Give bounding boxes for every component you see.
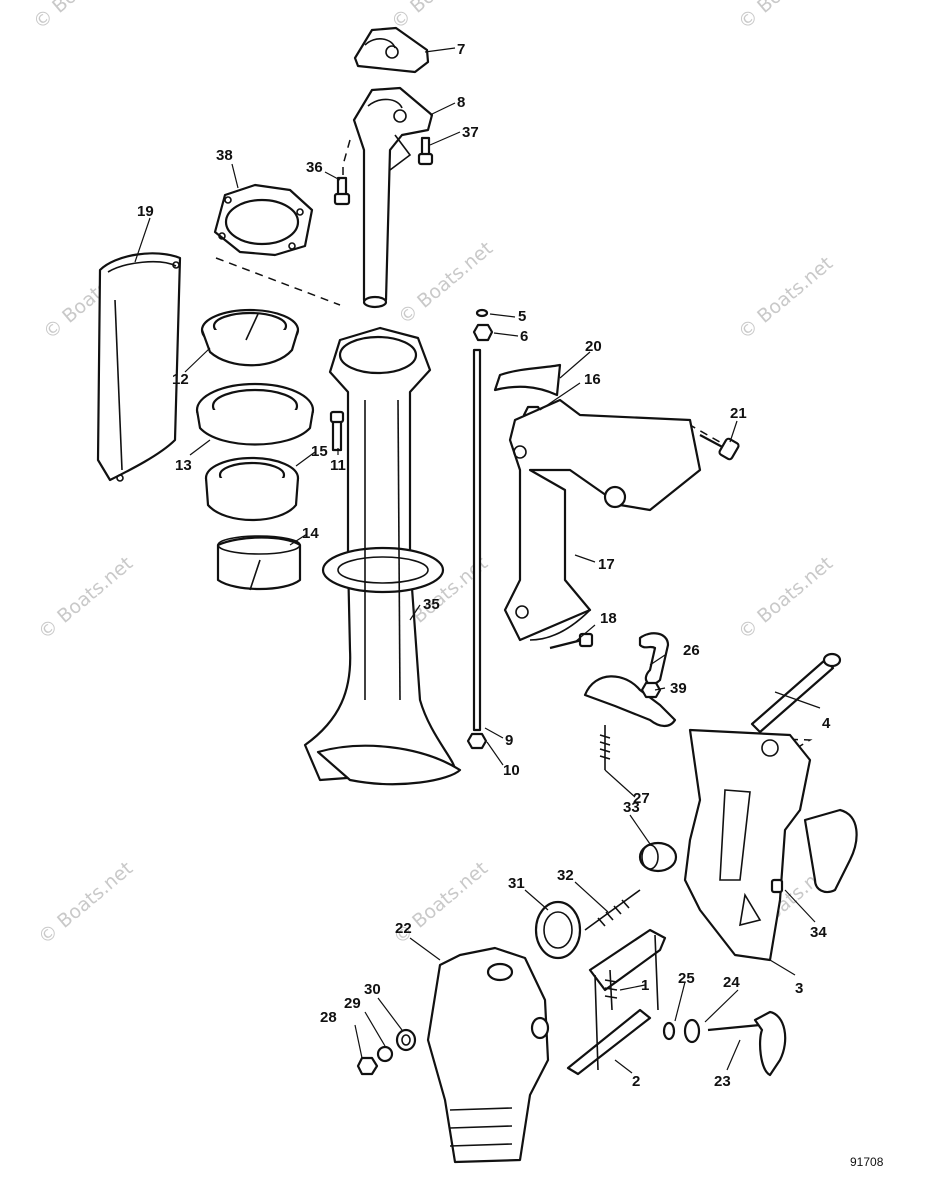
part-28-nut: [356, 1056, 379, 1076]
callout-26: 26: [683, 642, 700, 659]
watermark: © Boats.net: [734, 252, 837, 343]
callout-29: 29: [344, 995, 361, 1012]
part-24-washer: [683, 1018, 701, 1044]
callout-31: 31: [508, 875, 525, 892]
callout-5: 5: [518, 308, 526, 325]
part-8-drive-shaft-tube: [352, 86, 434, 309]
watermark: © Boats.net: [34, 857, 137, 948]
part-15-mount-ring: [204, 456, 300, 521]
callout-15: 15: [311, 443, 328, 460]
callout-18: 18: [600, 610, 617, 627]
part-22-clamp-bracket: [426, 946, 550, 1164]
part-9-shift-rod: [472, 348, 482, 732]
part-11-screw: [329, 410, 345, 452]
part-3-stern-bracket: [683, 728, 858, 962]
callout-35: 35: [423, 596, 440, 613]
callout-14: 14: [302, 525, 319, 542]
part-14-split-bushing: [216, 535, 302, 591]
part-32-spring: [584, 889, 641, 931]
callout-10: 10: [503, 762, 520, 779]
part-30-bushing: [395, 1028, 417, 1052]
part-13-mount-ring: [195, 382, 315, 446]
part-38-gasket: [213, 183, 314, 257]
part-26-clip: [583, 632, 677, 728]
figure-number: 91708: [850, 1155, 884, 1169]
part-6-nut: [472, 323, 494, 342]
part-35-exhaust-housing: [303, 326, 462, 786]
part-10-nut: [466, 732, 488, 750]
callout-3: 3: [795, 980, 803, 997]
part-39-nut: [640, 681, 662, 699]
part-37-screw: [417, 136, 434, 166]
callout-6: 6: [520, 328, 528, 345]
callout-4: 4: [822, 715, 831, 732]
watermark: © Boats.net: [34, 552, 137, 643]
callout-32: 32: [557, 867, 574, 884]
callout-7: 7: [457, 41, 465, 58]
watermark: © Boats.net: [734, 0, 837, 34]
callout-19: 19: [137, 203, 154, 220]
part-23-screw: [707, 1010, 787, 1077]
callout-23: 23: [714, 1073, 731, 1090]
callout-17: 17: [598, 556, 615, 573]
callout-22: 22: [395, 920, 412, 937]
part-29-washer: [376, 1045, 394, 1063]
callout-24: 24: [723, 974, 740, 991]
part-7-gasket-plate: [353, 26, 430, 74]
part-21-screw: [699, 434, 740, 461]
callout-39: 39: [670, 680, 687, 697]
part-12-split-bushing: [200, 308, 300, 367]
callout-33: 33: [623, 799, 640, 816]
part-34-screw: [770, 878, 784, 894]
callout-labels: 7 8 37 36 38 19 12 13 15 14 11 35 5 6 9 …: [137, 41, 831, 1090]
part-2-lever-assembly: [566, 928, 667, 1076]
watermark: © Boats.net: [734, 552, 837, 643]
part-17-swivel-bracket: [503, 398, 702, 642]
part-36-screw: [333, 176, 351, 206]
callout-36: 36: [306, 159, 323, 176]
callout-27: 27: [633, 790, 650, 807]
callout-9: 9: [505, 732, 513, 749]
callout-2: 2: [632, 1073, 640, 1090]
callout-28: 28: [320, 1009, 337, 1026]
part-18-screw: [549, 632, 594, 650]
part-19-liner: [96, 252, 182, 482]
part-5-washer: [475, 308, 489, 318]
watermark: © Boats.net: [29, 0, 132, 34]
part-33-knob: [638, 841, 678, 873]
callout-25: 25: [678, 970, 695, 987]
callout-20: 20: [585, 338, 602, 355]
callout-37: 37: [462, 124, 479, 141]
part-25-washer: [662, 1021, 676, 1041]
part-27-spring: [599, 725, 611, 770]
part-31-friction-disc: [534, 900, 582, 960]
callout-34: 34: [810, 924, 827, 941]
callout-30: 30: [364, 981, 381, 998]
callout-16: 16: [584, 371, 601, 388]
callout-1: 1: [641, 977, 649, 994]
callout-12: 12: [172, 371, 189, 388]
callout-8: 8: [457, 94, 465, 111]
callout-38: 38: [216, 147, 233, 164]
callout-11: 11: [330, 457, 346, 474]
leader-lines: [134, 47, 821, 1074]
part-20-cover: [493, 363, 562, 397]
part-4-tilt-pin: [750, 652, 842, 734]
callout-13: 13: [175, 457, 192, 474]
part-1-spring: [604, 969, 618, 1011]
watermark: © Boats.net: [387, 0, 490, 34]
callout-21: 21: [730, 405, 747, 422]
